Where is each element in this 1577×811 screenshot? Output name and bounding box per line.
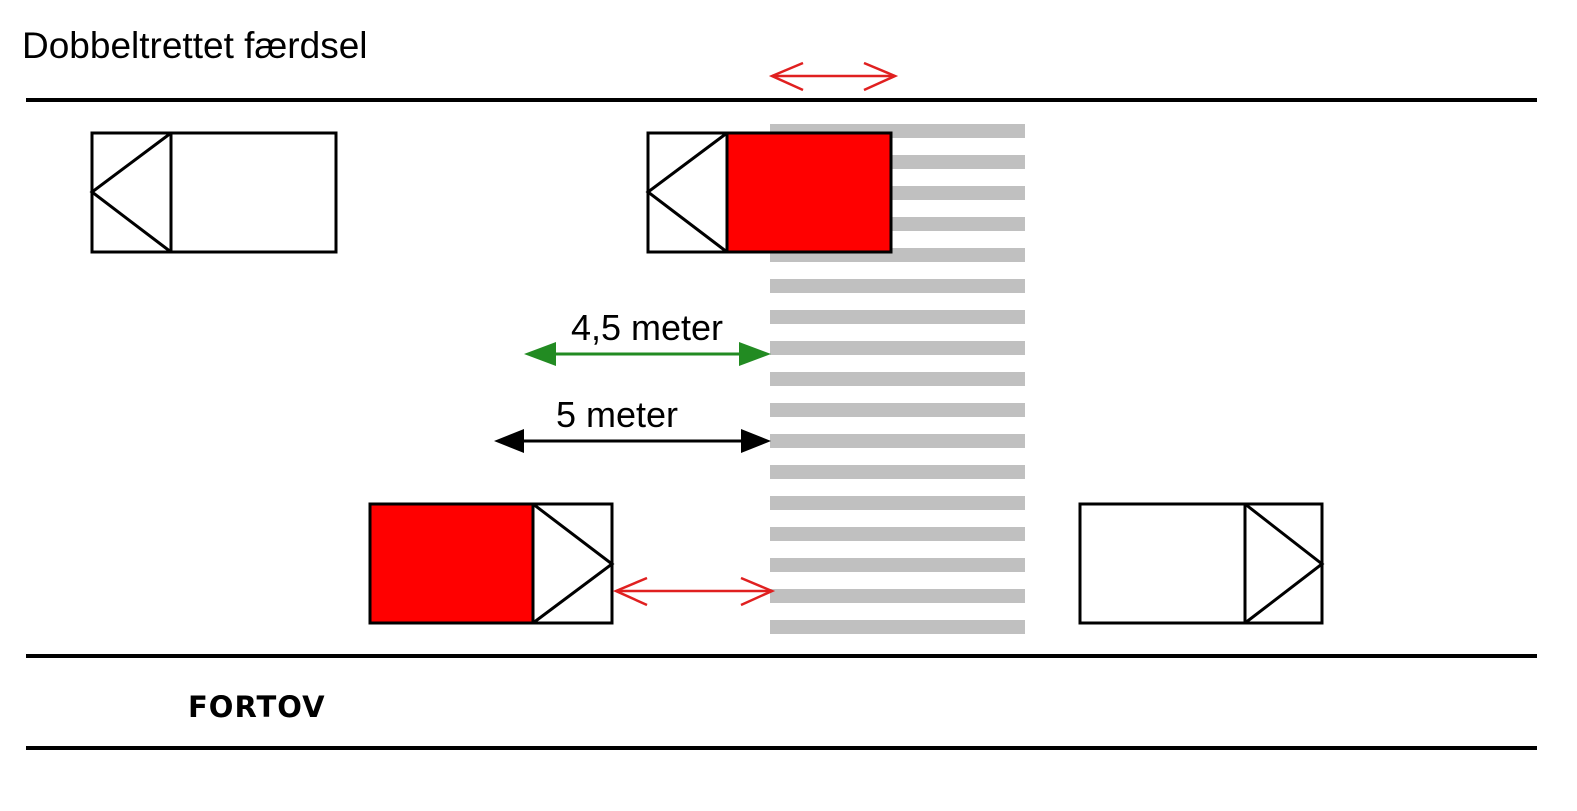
crosswalk-stripe: [770, 434, 1025, 448]
direction-arrow-left-icon: [645, 131, 728, 254]
vehicle-highlight-fill: [725, 131, 893, 254]
gap-arrow-head-right: [863, 61, 899, 92]
vehicle-highlight-fill: [368, 502, 535, 625]
dimension-arrowhead-right: [741, 429, 771, 453]
vehicle-body: [1078, 502, 1324, 625]
crosswalk-stripe: [770, 341, 1025, 355]
dimension-arrowhead-left: [524, 342, 556, 366]
vehicle-top-highlighted: [645, 131, 893, 254]
crosswalk-stripe: [770, 496, 1025, 510]
dimension-arrowhead-left: [494, 429, 524, 453]
direction-arrow-right-icon: [1244, 502, 1325, 625]
direction-arrow-left-icon: [89, 131, 172, 254]
dimension-label: 5 meter: [556, 394, 678, 435]
crosswalk-stripe: [770, 527, 1025, 541]
vehicle-top-left: [89, 131, 338, 254]
crosswalk-stripe: [770, 279, 1025, 293]
dimension-4-5-meter: 4,5 meter: [524, 307, 771, 366]
gap-arrow-head-right: [740, 576, 776, 607]
crosswalk-stripe: [770, 620, 1025, 634]
crosswalk-stripe: [770, 465, 1025, 479]
direction-arrow-right-icon: [532, 502, 615, 625]
gap-arrow-head-left: [768, 61, 804, 92]
sidewalk-label: FORTOV: [188, 690, 326, 724]
diagram-title: Dobbeltrettet færdsel: [22, 25, 368, 66]
vehicle-bottom-right: [1078, 502, 1325, 625]
crosswalk-stripe: [770, 558, 1025, 572]
crosswalk-stripe: [770, 403, 1025, 417]
dimension-arrowhead-right: [739, 342, 771, 366]
crosswalk-stripe: [770, 310, 1025, 324]
vehicle-body: [90, 131, 338, 254]
gap-arrow-top: [768, 61, 899, 92]
vehicle-bottom-highlighted: [368, 502, 615, 625]
gap-arrow-head-left: [612, 576, 648, 607]
dimension-label: 4,5 meter: [571, 307, 723, 348]
dimension-5-meter: 5 meter: [494, 394, 771, 453]
crosswalk-stripe: [770, 372, 1025, 386]
crosswalk-stripe: [770, 589, 1025, 603]
gap-arrow-bottom: [612, 576, 776, 607]
